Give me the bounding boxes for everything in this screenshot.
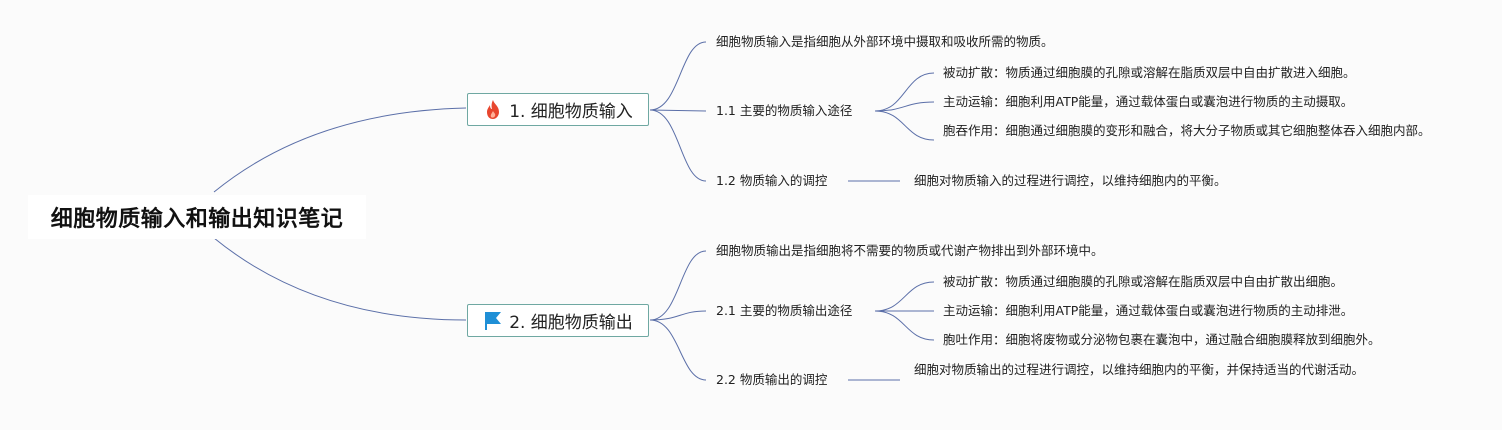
subtopic-1-1[interactable]: 1.1 主要的物质输入途径 bbox=[716, 103, 853, 118]
subtopic-1-2-item-1: 细胞对物质输入的过程进行调控，以维持细胞内的平衡。 bbox=[914, 173, 1227, 188]
connector-root-branch2 bbox=[213, 237, 467, 321]
connector-root-branch1 bbox=[213, 107, 467, 193]
subtopic-2-1[interactable]: 2.1 主要的物质输出途径 bbox=[716, 303, 853, 318]
subtopic-2-1-item-3: 胞吐作用：细胞将废物或分泌物包裹在囊泡中，通过融合细胞膜释放到细胞外。 bbox=[943, 332, 1381, 347]
connector-b1-sub1 bbox=[649, 109, 707, 112]
subtopic-2-1-item-1: 被动扩散：物质通过细胞膜的孔隙或溶解在脂质双层中自由扩散出细胞。 bbox=[943, 274, 1344, 289]
branch-input-label: 1. 细胞物质输入 bbox=[509, 102, 633, 122]
subtopic-2-2[interactable]: 2.2 物质输出的调控 bbox=[716, 372, 828, 387]
subtopic-2-1-item-2: 主动运输：细胞利用ATP能量，通过载体蛋白或囊泡进行物质的主动排泄。 bbox=[943, 303, 1354, 318]
root-topic[interactable]: 细胞物质输入和输出知识笔记 bbox=[28, 195, 366, 239]
connector-b2-definition bbox=[649, 250, 707, 321]
connector-s21-item3 bbox=[874, 310, 935, 341]
subtopic-1-1-item-3: 胞吞作用：细胞通过细胞膜的变形和融合，将大分子物质或其它细胞整体吞入细胞内部。 bbox=[943, 123, 1431, 138]
connector-s11-item1 bbox=[874, 72, 935, 112]
connector-s11-item2 bbox=[874, 101, 935, 112]
branch-input[interactable]: 1. 细胞物质输入 bbox=[467, 93, 649, 126]
root-title: 细胞物质输入和输出知识笔记 bbox=[50, 207, 344, 232]
subtopic-1-1-item-2: 主动运输：细胞利用ATP能量，通过载体蛋白或囊泡进行物质的主动摄取。 bbox=[943, 94, 1354, 109]
connector-b1-sub2 bbox=[649, 109, 707, 182]
subtopic-2-2-item-1: 细胞对物质输出的过程进行调控，以维持细胞内的平衡，并保持适当的代谢活动。 bbox=[914, 362, 1365, 377]
connector-b2-sub2 bbox=[649, 319, 707, 381]
subtopic-1-2[interactable]: 1.2 物质输入的调控 bbox=[716, 173, 828, 188]
branch-output[interactable]: 2. 细胞物质输出 bbox=[467, 304, 649, 337]
branch-output-label: 2. 细胞物质输出 bbox=[509, 313, 633, 333]
connector-s21-item1 bbox=[874, 281, 935, 312]
subtopic-1-1-item-1: 被动扩散：物质通过细胞膜的孔隙或溶解在脂质双层中自由扩散进入细胞。 bbox=[943, 65, 1356, 80]
branch-input-definition: 细胞物质输入是指细胞从外部环境中摄取和吸收所需的物质。 bbox=[716, 34, 1054, 49]
branch-output-definition: 细胞物质输出是指细胞将不需要的物质或代谢产物排出到外部环境中。 bbox=[716, 243, 1104, 258]
connector-b2-sub1 bbox=[649, 310, 707, 321]
flag-icon bbox=[483, 310, 503, 332]
connector-s11-item3 bbox=[874, 110, 935, 141]
fire-icon bbox=[483, 99, 503, 121]
connector-b1-definition bbox=[649, 41, 707, 111]
